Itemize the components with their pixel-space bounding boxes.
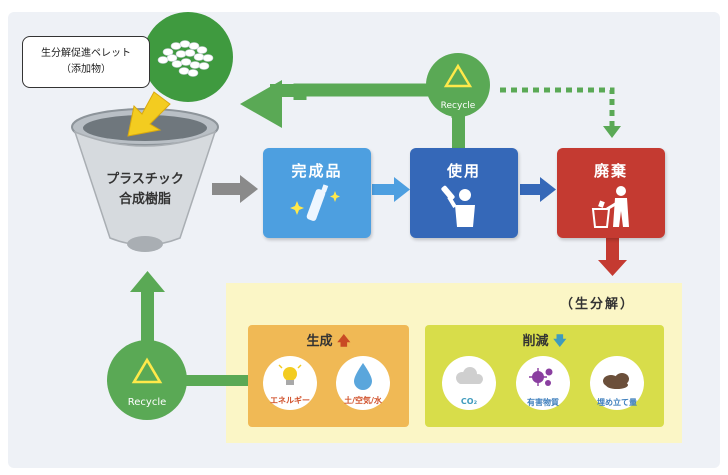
cloud-icon bbox=[456, 367, 483, 384]
dotted-arrow bbox=[500, 87, 615, 128]
stage-product-label: 完成品 bbox=[291, 162, 343, 180]
gray-arrow-shaft bbox=[212, 183, 242, 195]
pellet-icon bbox=[157, 40, 214, 77]
recycle-bottom-arrowhead bbox=[130, 271, 165, 292]
dotted-arrowhead bbox=[603, 126, 621, 138]
biodegradation-title: （生分解） bbox=[560, 297, 636, 312]
disposal-down-arrowhead bbox=[598, 260, 627, 276]
pellet-circle bbox=[143, 12, 233, 102]
stage-disposal: 廃棄 bbox=[557, 148, 665, 238]
soil-air-water-label: 土/空気/水 bbox=[344, 396, 382, 405]
harmful-substances-circle bbox=[516, 356, 570, 410]
stage-use-label: 使用 bbox=[446, 162, 481, 180]
additive-line2: （添加物） bbox=[61, 64, 111, 75]
recycle-bottom-stem bbox=[141, 290, 154, 350]
funnel-line1: プラスチック bbox=[106, 172, 184, 187]
generate-title: 生成 🡅 bbox=[248, 330, 409, 354]
recycle-top-icon bbox=[443, 63, 473, 88]
gray-arrowhead bbox=[240, 175, 258, 203]
stage-use: 使用 bbox=[410, 148, 518, 238]
funnel-spout bbox=[127, 236, 163, 252]
person-drinking-icon bbox=[441, 185, 475, 227]
arrow-product-use-shaft bbox=[372, 184, 396, 195]
landfill-label: 埋め立て量 bbox=[597, 398, 637, 407]
funnel-line2: 合成樹脂 bbox=[118, 192, 171, 207]
stage-disposal-label: 廃棄 bbox=[593, 162, 628, 180]
co2-label: CO₂ bbox=[460, 397, 478, 406]
recycle-bottom-label: Recycle bbox=[127, 397, 167, 408]
reduce-title-text: 削減 bbox=[522, 334, 549, 349]
lightbulb-icon bbox=[278, 364, 302, 385]
reduce-title: 削減 🡇 bbox=[425, 330, 664, 354]
stage-product: 完成品 bbox=[263, 148, 371, 238]
recycle-bottom-icon bbox=[131, 357, 163, 384]
additive-line1: 生分解促進ペレット bbox=[41, 48, 131, 59]
disposal-down-shaft bbox=[606, 238, 619, 262]
water-drop-icon bbox=[354, 363, 372, 390]
energy-label: エネルギー bbox=[270, 396, 310, 405]
recycle-bottom-circle bbox=[107, 340, 187, 420]
landfill-icon bbox=[603, 373, 629, 389]
arrow-up-icon: 🡅 bbox=[337, 334, 351, 349]
virus-icon bbox=[529, 368, 553, 386]
arrow-use-disposal-shaft bbox=[520, 184, 542, 195]
harmful-substances-label: 有害物質 bbox=[527, 398, 559, 407]
recycle-top-stem bbox=[452, 110, 465, 150]
funnel-label: プラスチック 合成樹脂 bbox=[85, 170, 205, 210]
additive-label: 生分解促進ペレット （添加物） bbox=[22, 36, 150, 88]
recycle-top-label: Recycle bbox=[440, 101, 476, 111]
trash-disposal-icon bbox=[591, 186, 629, 228]
generate-title-text: 生成 bbox=[306, 334, 333, 349]
bottle-icon bbox=[290, 184, 340, 221]
yellow-arrow bbox=[127, 91, 171, 137]
arrow-down-icon: 🡇 bbox=[553, 334, 567, 349]
recycle-bottom-connector bbox=[180, 375, 272, 386]
